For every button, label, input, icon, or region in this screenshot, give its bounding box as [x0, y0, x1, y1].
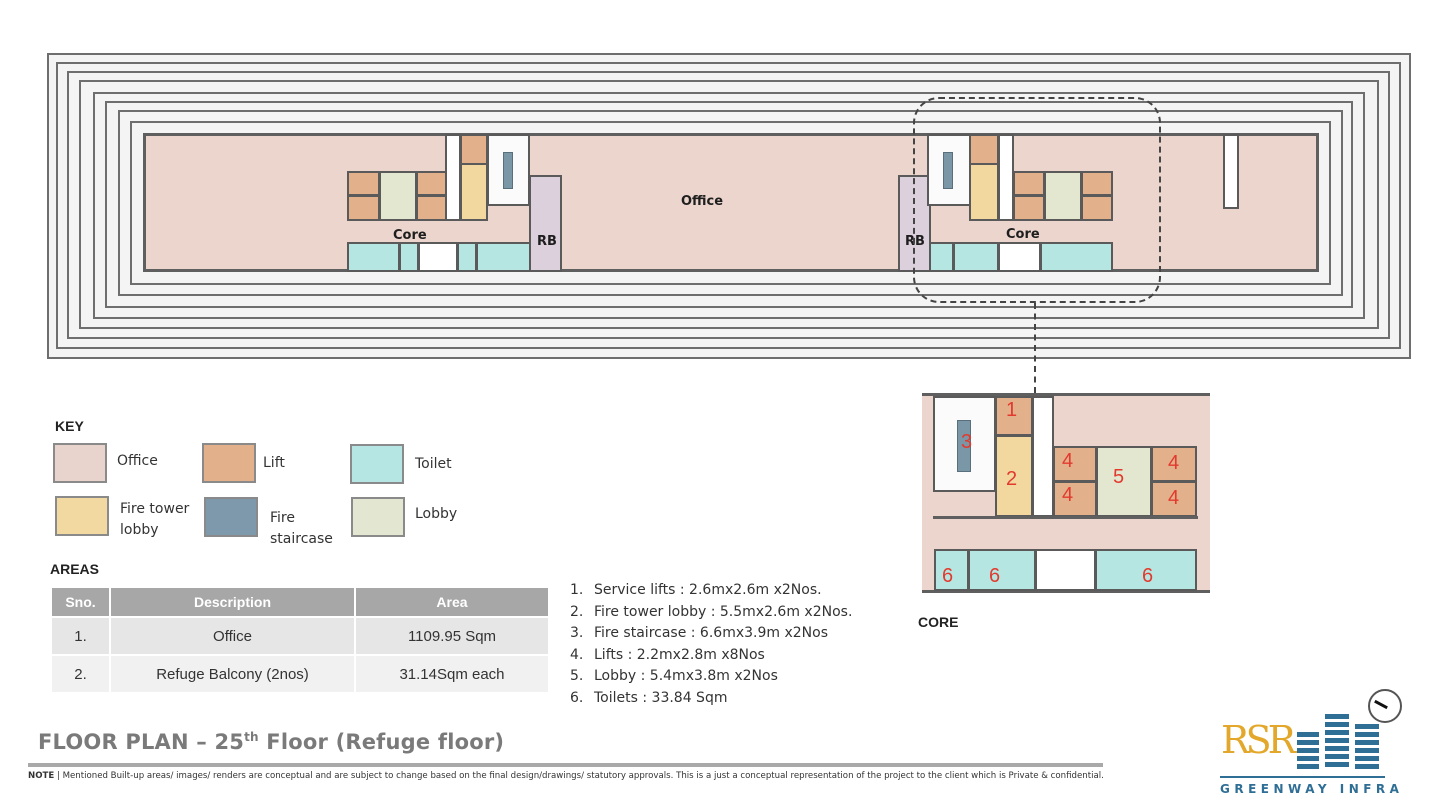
- cell-sno: 2.: [52, 656, 109, 692]
- logo-clock-icon: [1368, 689, 1402, 723]
- marker-fire-staircase: 3: [961, 431, 973, 453]
- table-row: 2. Refuge Balcony (2nos) 31.14Sqm each: [52, 656, 548, 692]
- swatch-toilet: [350, 444, 404, 484]
- detail-lift-2: [1053, 481, 1097, 517]
- spec-item: 6.Toilets : 33.84 Sqm: [570, 689, 728, 706]
- cell-description: Refuge Balcony (2nos): [111, 656, 354, 692]
- marker-toilet: 6: [942, 565, 954, 587]
- spec-item: 4.Lifts : 2.2mx2.8m x8Nos: [570, 646, 765, 663]
- lift-left-1: [347, 171, 380, 196]
- cell-sno: 1.: [52, 618, 109, 654]
- stair-flight-right: [943, 152, 953, 189]
- key-label-fire-staircase: Fire staircase: [270, 510, 333, 547]
- core-callout-line: [1034, 303, 1036, 393]
- key-label-office: Office: [117, 453, 158, 469]
- spec-item: 3.Fire staircase : 6.6mx3.9m x2Nos: [570, 625, 829, 641]
- toilet-left-3: [457, 242, 477, 272]
- core-label-left: Core: [393, 228, 427, 243]
- detail-service-lift: [995, 396, 1033, 436]
- disclaimer-note: NOTE | Mentioned Built-up areas/ images/…: [28, 771, 1104, 781]
- swatch-fire-tower-lobby: [55, 496, 109, 536]
- table-header-row: Sno. Description Area: [52, 588, 548, 616]
- spec-item: 2.Fire tower lobby : 5.5mx2.6m x2Nos.: [570, 603, 853, 620]
- office-floor-area: [143, 133, 1319, 272]
- detail-shaft: [1032, 396, 1054, 517]
- core-detail-caption: CORE: [918, 614, 959, 630]
- spec-item: 1.Service lifts : 2.6mx2.6m x2Nos.: [570, 582, 822, 598]
- marker-lift: 4: [1168, 452, 1180, 474]
- shaft-far-right: [1223, 134, 1239, 209]
- key-label-lobby: Lobby: [415, 506, 458, 522]
- core-highlight-box: [913, 97, 1161, 303]
- cell-area: 31.14Sqm each: [356, 656, 548, 692]
- lift-left-2: [347, 195, 380, 221]
- toilet-left-1: [347, 242, 400, 272]
- areas-table: Sno. Description Area 1. Office 1109.95 …: [50, 586, 550, 694]
- core-label-right: Core: [1006, 227, 1040, 242]
- key-heading: KEY: [55, 418, 84, 434]
- marker-fire-tower-lobby: 2: [1006, 468, 1018, 490]
- marker-lobby: 5: [1113, 466, 1125, 488]
- key-label-toilet: Toilet: [415, 456, 452, 472]
- cell-area: 1109.95 Sqm: [356, 618, 548, 654]
- core-spec-list: 1.Service lifts : 2.6mx2.6m x2Nos. 2.Fir…: [570, 580, 852, 709]
- detail-corridor-wall: [933, 516, 1198, 519]
- shaft-left-2: [418, 242, 458, 272]
- service-lift-right: [969, 134, 999, 165]
- detail-lift-lobby: [1096, 446, 1152, 517]
- marker-toilet: 6: [1142, 565, 1154, 587]
- swatch-office: [53, 443, 107, 483]
- fire-tower-lobby-left: [460, 163, 488, 221]
- col-sno: Sno.: [52, 588, 109, 616]
- office-label: Office: [681, 194, 724, 209]
- col-area: Area: [356, 588, 548, 616]
- rb-label-left: RB: [537, 234, 557, 249]
- logo-underline: [1220, 776, 1385, 778]
- key-label-fire-tower-lobby: Fire tower lobby: [120, 501, 190, 538]
- marker-service-lift: 1: [1006, 399, 1018, 421]
- toilet-right-3: [1040, 242, 1113, 272]
- detail-lift-1: [1053, 446, 1097, 482]
- toilet-left-4: [476, 242, 531, 272]
- detail-toilet-2: [968, 549, 1036, 591]
- areas-heading: AREAS: [50, 561, 100, 577]
- detail-toilet-3: [1095, 549, 1197, 591]
- lift-right-4: [1081, 195, 1113, 221]
- logo-name: GREENWAY INFRA: [1220, 782, 1404, 796]
- detail-stair-flight: [957, 420, 971, 472]
- toilet-left-2: [399, 242, 419, 272]
- service-lift-left: [460, 134, 488, 165]
- refuge-balcony-left: [529, 175, 562, 272]
- swatch-lift: [202, 443, 256, 483]
- lift-lobby-left: [379, 171, 417, 221]
- swatch-lobby: [351, 497, 405, 537]
- page-title: FLOOR PLAN – 25th Floor (Refuge floor): [38, 730, 505, 754]
- shaft-left: [445, 134, 461, 221]
- title-divider: [28, 763, 1103, 767]
- detail-shaft-2: [1035, 549, 1096, 591]
- marker-lift: 4: [1062, 450, 1074, 472]
- spec-item: 5.Lobby : 5.4mx3.8m x2Nos: [570, 668, 778, 684]
- logo-buildings-icon: [1297, 714, 1379, 769]
- lift-right-3: [1081, 171, 1113, 196]
- marker-toilet: 6: [989, 565, 1001, 587]
- cell-description: Office: [111, 618, 354, 654]
- col-description: Description: [111, 588, 354, 616]
- marker-lift: 4: [1168, 487, 1180, 509]
- fire-staircase-left: [487, 134, 530, 206]
- detail-fire-staircase: [933, 396, 996, 492]
- logo-mark: RSR: [1221, 718, 1296, 762]
- stair-flight-left: [503, 152, 513, 189]
- table-row: 1. Office 1109.95 Sqm: [52, 618, 548, 654]
- key-label-lift: Lift: [263, 455, 285, 471]
- marker-lift: 4: [1062, 484, 1074, 506]
- swatch-fire-staircase: [204, 497, 258, 537]
